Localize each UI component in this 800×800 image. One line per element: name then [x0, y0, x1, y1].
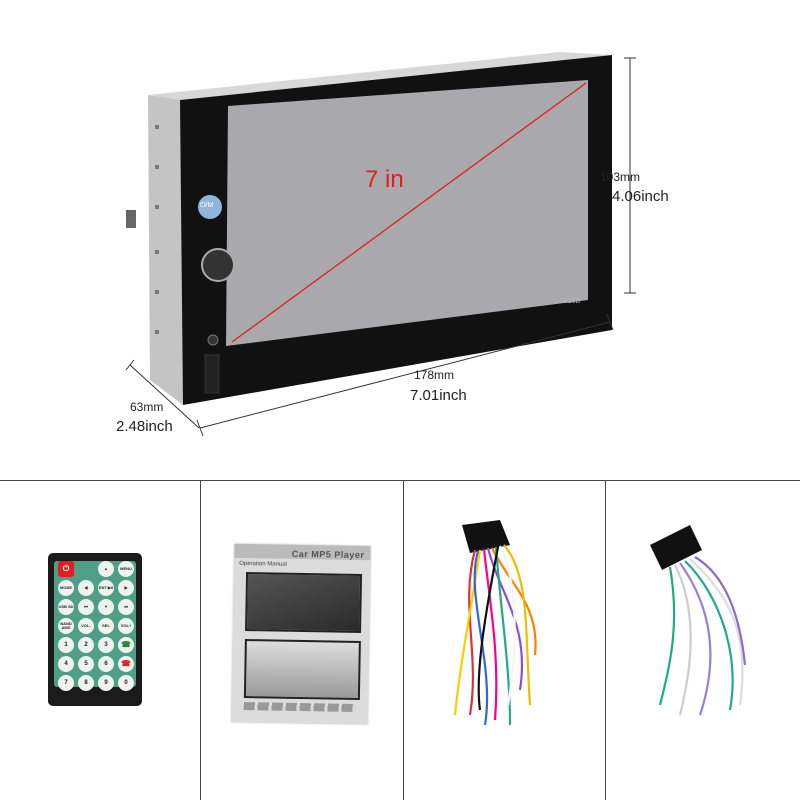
remote-key[interactable]: ☎: [118, 637, 134, 653]
remote-key[interactable]: 5: [78, 656, 94, 672]
model-label: 7010B: [560, 298, 581, 305]
remote-key[interactable]: VOL+: [118, 618, 134, 634]
remote-key[interactable]: SEL: [98, 618, 114, 634]
remote-key[interactable]: 6: [98, 656, 114, 672]
remote-key[interactable]: ENT ▶II: [98, 580, 114, 596]
depth-mm: 63mm: [130, 400, 164, 414]
remote-key[interactable]: ⏻: [58, 561, 74, 577]
remote-key[interactable]: ⏭: [118, 599, 134, 615]
height-inch: 4.06inch: [612, 188, 669, 205]
divider: [200, 480, 201, 800]
remote-key[interactable]: VOL-: [78, 618, 94, 634]
manual-subtitle: Operation Manual: [239, 560, 287, 568]
operation-manual: Car MP5 Player Operation Manual: [231, 543, 371, 725]
remote-key[interactable]: ▶: [118, 580, 134, 596]
divider: [403, 480, 404, 800]
remote-key[interactable]: ☎: [118, 656, 134, 672]
remote-key[interactable]: 9: [98, 675, 114, 691]
remote-key[interactable]: 3: [98, 637, 114, 653]
remote-key[interactable]: BAND AMS: [58, 618, 74, 634]
remote-key[interactable]: ⏮: [78, 599, 94, 615]
remote-key[interactable]: MENU: [118, 561, 134, 577]
remote-key[interactable]: USB SD: [58, 599, 74, 615]
power-button-label[interactable]: ⏻/M: [200, 202, 214, 209]
remote-key[interactable]: ▼: [98, 599, 114, 615]
remote-key[interactable]: 7: [58, 675, 74, 691]
remote-key[interactable]: 1: [58, 637, 74, 653]
remote-key[interactable]: ▲: [98, 561, 114, 577]
diagonal-line: [231, 82, 587, 343]
remote-key[interactable]: 8: [78, 675, 94, 691]
volume-knob: [201, 248, 235, 282]
screen-size-label: 7 in: [365, 166, 404, 193]
width-mm: 178mm: [414, 368, 455, 382]
height-mm: 103mm: [600, 170, 641, 184]
aux-port: [207, 334, 219, 346]
wiring-harness-1: [453, 520, 537, 726]
depth-inch: 2.48inch: [116, 418, 173, 435]
manual-title: Car MP5 Player: [291, 548, 365, 561]
remote-key[interactable]: ◀: [78, 580, 94, 596]
divider: [0, 480, 800, 481]
wiring-harness-2: [650, 525, 747, 716]
power-button: [198, 195, 222, 219]
remote-key[interactable]: MODE: [58, 580, 74, 596]
divider: [605, 480, 606, 800]
width-inch: 7.01inch: [410, 387, 467, 404]
remote-key[interactable]: 4: [58, 656, 74, 672]
car-stereo-unit: [125, 52, 636, 437]
remote-key[interactable]: 2: [78, 637, 94, 653]
remote-key[interactable]: 0: [118, 675, 134, 691]
